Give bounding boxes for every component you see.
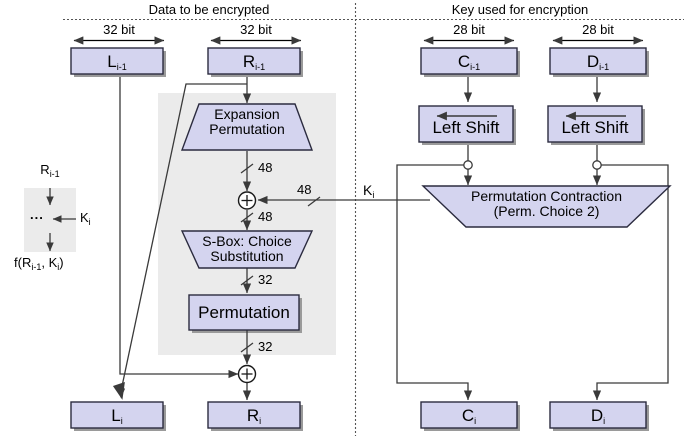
contraction-line-2: (Perm. Choice 2)	[493, 203, 600, 219]
d-next-label: Di	[550, 406, 646, 426]
wire-shift1-to-cnext	[396, 164, 473, 401]
bits-xor-out: 48	[258, 209, 273, 224]
permutation-shape	[188, 294, 300, 331]
c-next-sub: i	[474, 416, 477, 426]
legend-output-sub2: i	[57, 262, 60, 272]
section-dividers	[63, 3, 684, 436]
dim-label-r: 32 bit	[240, 22, 272, 37]
c-prev-sub: i-1	[470, 62, 481, 72]
r-prev-label: Ri-1	[208, 52, 300, 72]
tick-48-key	[307, 196, 321, 207]
d-prev-sub: i-1	[599, 62, 610, 72]
tick-48-expansion	[240, 163, 254, 174]
dim-label-c: 28 bit	[453, 22, 485, 37]
c-prev-base: C	[457, 52, 471, 71]
r-next-shape	[207, 401, 301, 429]
bits-key-in: 48	[297, 182, 312, 197]
c-prev-shape	[420, 47, 518, 75]
left-shift-2-shape	[547, 105, 643, 143]
expansion-permutation-shape	[180, 103, 314, 151]
permutation-contraction-shape	[421, 185, 672, 228]
header-right: Key used for encryption	[451, 2, 589, 17]
r-prev-base: R	[242, 52, 256, 71]
legend-output-close: )	[59, 255, 64, 270]
legend-output-comma: , K	[41, 255, 58, 270]
tick-32-permutation	[240, 342, 254, 353]
legend-input-sub: i-1	[49, 169, 60, 179]
diagonal-arrowhead	[112, 382, 125, 400]
junction-dot-d	[592, 160, 602, 170]
header-left: Data to be encrypted	[148, 2, 270, 17]
d-next-sub: i	[603, 416, 606, 426]
legend-key-sub: i	[88, 217, 91, 227]
c-prev-label: Ci-1	[421, 52, 517, 72]
register-boxes	[70, 47, 647, 429]
key-junctions	[463, 160, 602, 170]
c-next-label: Ci	[421, 406, 517, 426]
l-next-label: Li	[71, 406, 163, 426]
r-prev-shape	[207, 47, 301, 75]
contraction-line-1: Permutation Contraction	[471, 188, 622, 204]
round-key-label: Ki	[363, 182, 375, 200]
sbox-line-2: Substitution	[210, 248, 284, 264]
legend-key-label: Ki	[80, 210, 91, 227]
dim-label-l: 32 bit	[103, 22, 135, 37]
l-prev-shape	[70, 47, 164, 75]
left-shift-1-shape	[418, 105, 514, 143]
left-shift-1-label: Left Shift	[432, 118, 500, 137]
bus-width-ticks	[240, 163, 321, 353]
l-prev-sub: i-1	[116, 62, 127, 72]
wire-shift2-to-dnext	[592, 164, 669, 401]
legend-output-sub1: i-1	[31, 262, 42, 272]
bits-permutation-out: 32	[258, 339, 273, 354]
d-next-base: D	[590, 406, 604, 425]
bits-expansion-out: 48	[258, 160, 273, 175]
expansion-line-2: Permutation	[209, 121, 285, 137]
d-prev-label: Di-1	[550, 52, 646, 72]
r-next-sub: i	[259, 416, 262, 426]
l-next-shape	[70, 401, 164, 429]
d-prev-base: D	[586, 52, 600, 71]
expansion-permutation-label: Expansion Permutation	[182, 107, 312, 137]
d-next-shape	[549, 401, 647, 429]
legend-wires	[46, 188, 76, 252]
bits-sbox-out: 32	[258, 272, 273, 287]
wire-lprev-to-xor	[119, 77, 239, 379]
permutation-contraction-label: Permutation Contraction (Perm. Choice 2)	[425, 189, 668, 219]
r-next-base: R	[246, 406, 260, 425]
l-prev-base: L	[107, 52, 117, 71]
wire-rprev-to-lnext	[120, 83, 247, 392]
xor-plus-glyphs	[241, 195, 253, 380]
legend-output-f: f(R	[14, 255, 32, 270]
l-prev-label: Li-1	[71, 52, 163, 72]
legend-input-label: Ri-1	[40, 162, 60, 179]
r-prev-sub: i-1	[255, 62, 266, 72]
tick-32-sbox	[240, 275, 254, 286]
c-next-shape	[420, 401, 518, 429]
l-next-base: L	[111, 406, 121, 425]
c-next-base: C	[461, 406, 475, 425]
r-next-label: Ri	[208, 406, 300, 426]
sbox-line-1: S-Box: Choice	[202, 233, 292, 249]
left-shift-2-label: Left Shift	[561, 118, 629, 137]
d-prev-shape	[549, 47, 647, 75]
expansion-line-1: Expansion	[214, 106, 280, 122]
dim-label-d: 28 bit	[582, 22, 614, 37]
legend-dots: ...	[30, 207, 44, 222]
sbox-shape	[180, 230, 314, 269]
junction-dot-c	[463, 160, 473, 170]
round-key-sub: i	[372, 190, 375, 200]
tick-48-xor-out	[240, 212, 254, 223]
sbox-label: S-Box: Choice Substitution	[182, 234, 312, 264]
legend-output-label: f(Ri-1, Ki)	[14, 255, 64, 272]
permutation-label: Permutation	[198, 303, 290, 322]
l-next-sub: i	[120, 416, 123, 426]
